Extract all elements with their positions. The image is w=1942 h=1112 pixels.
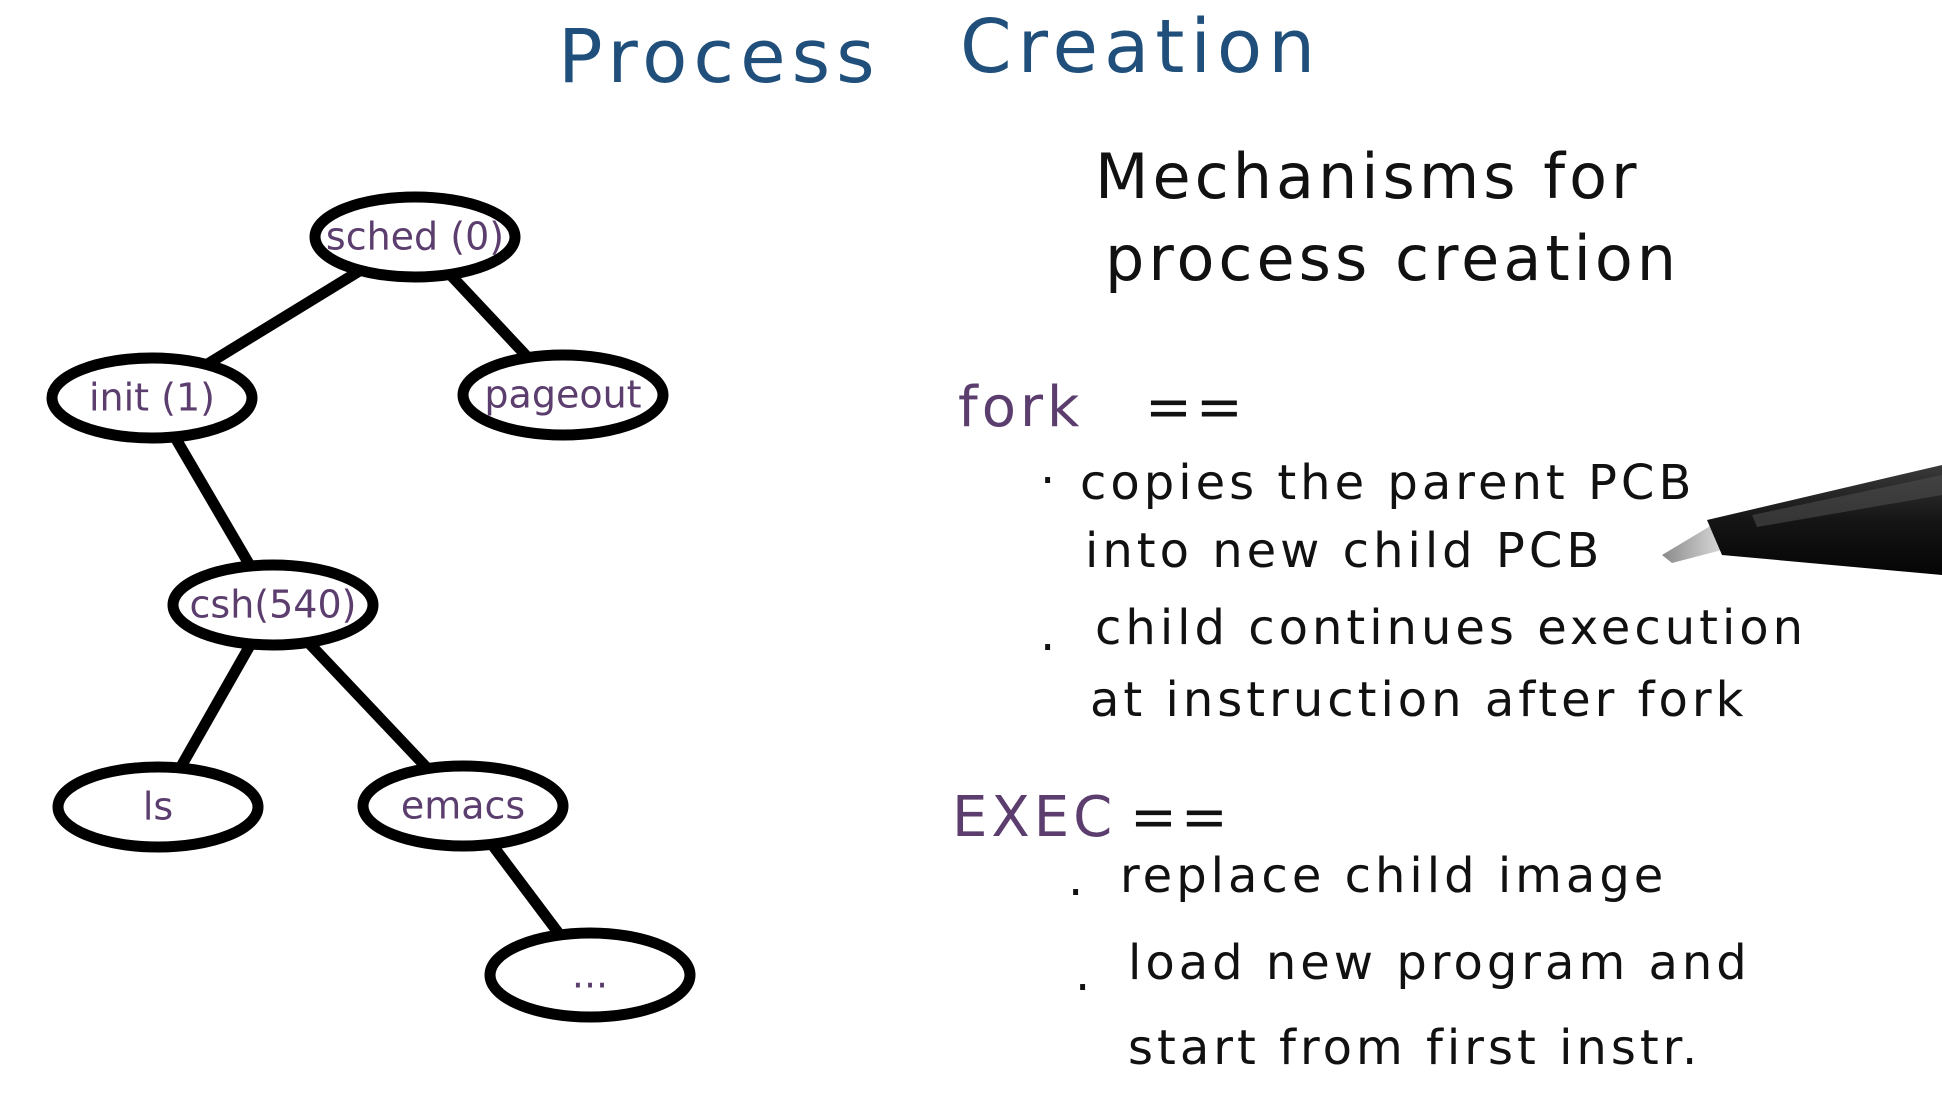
tree-node-ellipse [52,761,264,853]
notes-heading-line1: Mechanisms for [1095,140,1641,213]
exec-bullet-1-marker: · [1068,865,1088,921]
fork-bullet-1-line1: copies the parent PCB [1080,455,1696,511]
tree-edge-csh-ls [174,638,257,774]
title-word-process: Process [558,14,881,100]
tree-node-init: init (1) [46,352,258,444]
fork-bullet-2-line2: at instruction after fork [1090,672,1748,728]
title-word-creation: Creation [960,4,1322,90]
fork-bullet-2-line1: child continues execution [1095,600,1808,656]
tree-node-ls: ls [52,761,264,853]
tree-node-label: init (1) [89,376,215,420]
tree-node-label: pageout [484,373,641,417]
process-tree-diagram: sched (0) init (1) pageout csh(540) ls emacs.… [46,191,696,1023]
fork-equals: == [1145,375,1247,440]
tree-node-ellipse [484,927,696,1023]
fork-bullet-2-marker: · [1040,620,1060,676]
tree-node-sched: sched (0) [309,191,521,283]
exec-bullet-2-line2: start from first instr. [1128,1020,1702,1076]
fork-bullet-1-line2: into new child PCB [1085,523,1604,579]
tree-node-ellipse [357,760,569,852]
tree-node-csh: csh(540) [167,559,379,651]
exec-label: EXEC [952,785,1117,850]
tree-edge-emacs-more [486,838,566,941]
tree-edge-init-csh [169,431,256,572]
tree-node-ellipse [309,191,521,283]
tree-node-ellipse [167,559,379,651]
tree-node-label: emacs [401,784,525,828]
exec-bullet-1: replace child image [1120,848,1668,904]
tree-edge-sched-init [201,264,366,371]
tree-node-label: ls [143,785,173,829]
notes-heading-line2: process creation [1105,222,1681,295]
tree-node-more: ... [484,927,696,1023]
tree-node-label: sched (0) [326,215,504,259]
tree-node-emacs: emacs [357,760,569,852]
tree-node-label: csh(540) [190,583,357,627]
tree-node-ellipse [46,352,258,444]
fork-bullet-1-marker: · [1040,453,1060,509]
fork-label: fork [958,375,1084,440]
exec-equals: == [1130,785,1232,850]
exec-bullet-2-line1: load new program and [1128,935,1751,991]
tree-node-label: ... [572,953,608,997]
tree-node-pageout: pageout [457,349,669,441]
tree-edge-sched-pageout [444,268,534,364]
exec-bullet-2-marker: · [1075,960,1095,1016]
tree-edge-csh-emacs [302,636,434,775]
tree-node-ellipse [457,349,669,441]
pen-icon [1662,465,1942,575]
